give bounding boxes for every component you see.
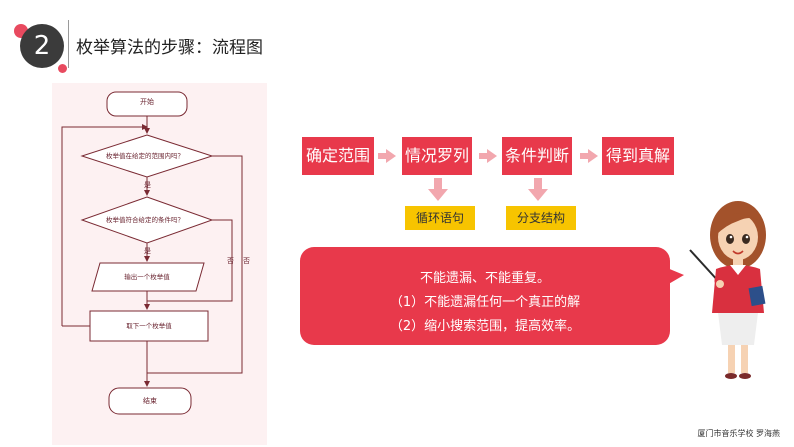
flow-output-node <box>91 262 205 292</box>
flow-yes1-label: 是 <box>144 181 151 189</box>
step-check-condition: 条件判断 <box>502 137 572 175</box>
flow-no1-label: 否 <box>227 257 234 265</box>
arrow-right-icon <box>580 149 598 163</box>
flow-end-node <box>108 387 192 415</box>
flow-decision1-label: 枚举值在给定的范围内吗？ <box>106 152 184 160</box>
arrow-right-icon <box>479 149 497 163</box>
step-list-cases: 情况罗列 <box>402 137 472 175</box>
arrow-right-icon <box>378 149 396 163</box>
footer-credit: 厦门市音乐学校 罗海燕 <box>697 429 780 438</box>
step-define-range: 确定范围 <box>302 137 374 175</box>
decor-dot-small <box>58 64 67 73</box>
page-title: 枚举算法的步骤：流程图 <box>76 38 263 58</box>
section-number-badge: 2 <box>20 24 64 68</box>
flow-no2-label: 否 <box>243 257 250 265</box>
flow-end-label: 结束 <box>143 397 157 405</box>
flow-output-label: 输出一个枚举值 <box>124 273 170 281</box>
flow-start-label: 开始 <box>140 98 154 106</box>
step-get-solution: 得到真解 <box>602 137 674 175</box>
flowchart <box>61 91 243 415</box>
flow-yes2-label: 是 <box>144 247 151 255</box>
speech-bubble: 不能遗漏、不能重复。 （1）不能遗漏任何一个真正的解 （2）缩小搜索范围，提高效… <box>300 247 670 345</box>
bubble-line-1: 不能遗漏、不能重复。 <box>419 271 550 286</box>
bubble-line-3: （2）缩小搜索范围，提高效率。 <box>389 319 581 334</box>
arrow-down-icon <box>528 178 548 201</box>
branch-structure-tag: 分支结构 <box>506 206 576 230</box>
bubble-line-2: （1）不能遗漏任何一个真正的解 <box>389 295 581 310</box>
loop-statement-tag: 循环语句 <box>405 206 475 230</box>
flow-next-label: 取下一个枚举值 <box>126 322 172 330</box>
arrow-down-icon <box>428 178 448 201</box>
teacher-illustration <box>689 201 766 379</box>
flow-decision2-label: 枚举值符合给定的条件吗？ <box>106 216 184 224</box>
header-divider <box>68 20 69 68</box>
